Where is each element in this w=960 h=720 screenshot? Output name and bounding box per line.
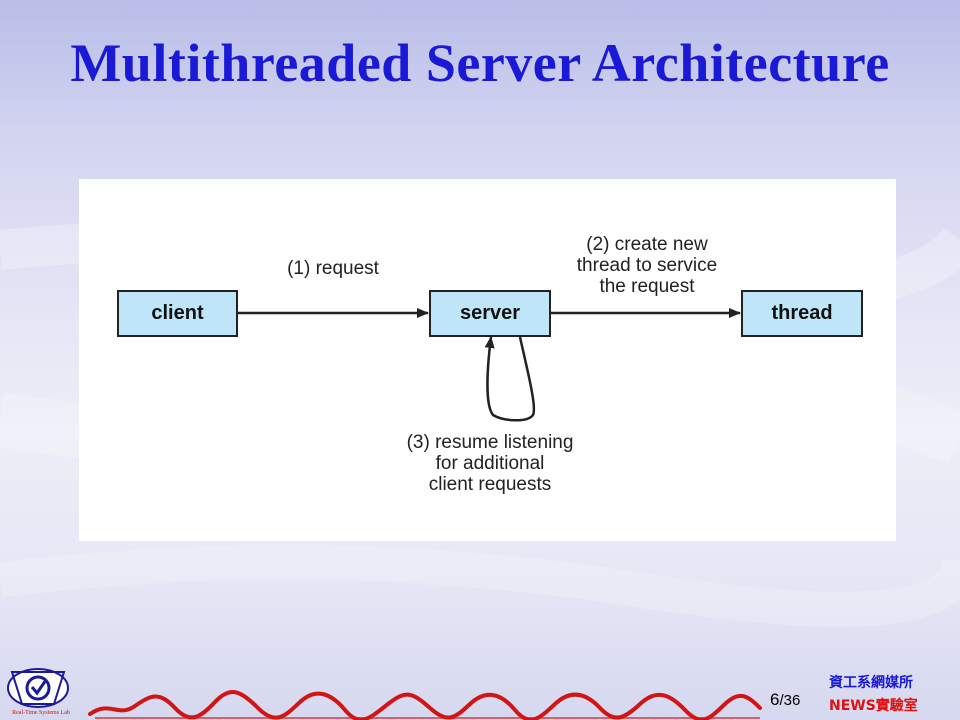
resume-listening-label: (3) resume listening for additional clie… [406, 432, 574, 495]
diagram-panel: client server thread (1) request (2) cre… [79, 179, 896, 541]
slide-title: Multithreaded Server Architecture [70, 33, 890, 93]
thread-node: thread [741, 290, 863, 337]
lab-name: NEWS實驗室 [829, 698, 918, 714]
lab-department-name: 資工系網媒所 [829, 675, 913, 691]
lab-logo-caption: Real-Time Systems Lab [12, 710, 70, 716]
page-number: 6/36 [770, 690, 800, 710]
page-current: 6 [770, 690, 780, 709]
client-node: client [117, 290, 238, 337]
server-node: server [429, 290, 551, 337]
diagram-connectors [238, 308, 741, 422]
lab-logo-icon [7, 668, 69, 708]
footer-decorative-strip [88, 690, 762, 720]
resume-listening-loop-arrow [484, 336, 536, 422]
request-label: (1) request [287, 258, 379, 279]
create-thread-label: (2) create new thread to service the req… [576, 234, 718, 297]
page-total: /36 [779, 692, 801, 709]
